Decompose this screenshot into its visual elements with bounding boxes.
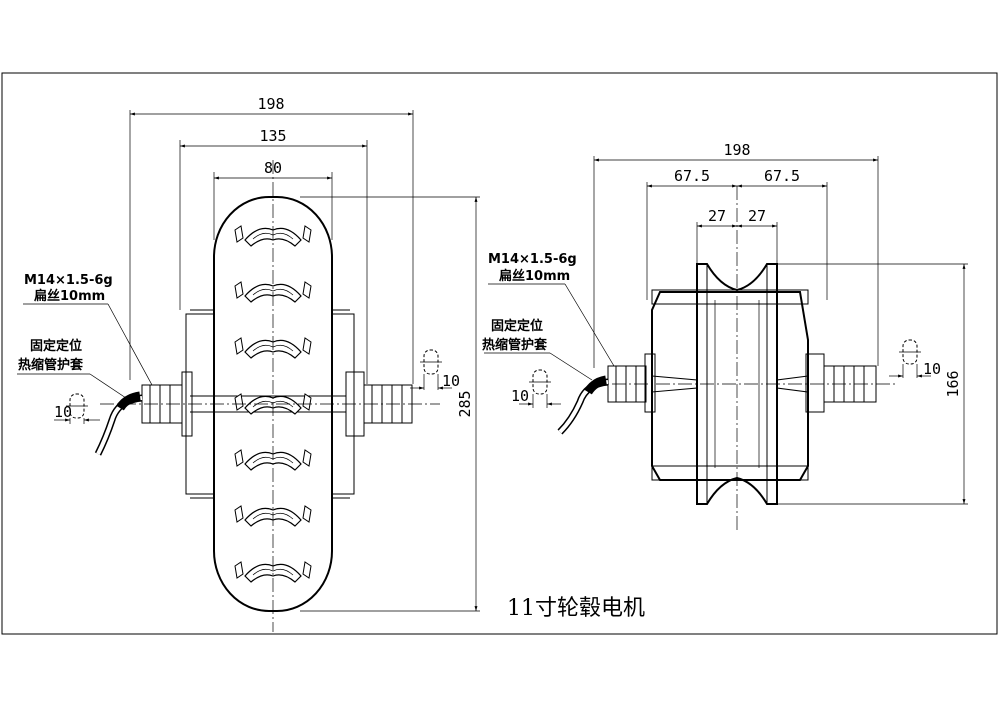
side-dim-198: 198: [723, 141, 750, 159]
side-dim-67-5-right: 67.5: [764, 167, 800, 185]
front-sleeve-label-1: 固定定位: [30, 338, 82, 354]
side-dim-27-left: 27: [708, 207, 726, 225]
side-sleeve-label-2: 热缩管护套: [482, 337, 548, 353]
drawing-border: [1, 72, 998, 635]
axle-left: [141, 384, 183, 424]
front-hole-10: 10: [54, 403, 72, 421]
front-sleeve-label-2: 热缩管护套: [18, 357, 84, 373]
side-hole-10: 10: [511, 387, 529, 405]
front-dim-198: 198: [257, 95, 284, 113]
front-view: 198 135 80 285 10 10 M14×1.5-6g 扁丝10mm 固…: [17, 95, 480, 632]
side-slot-10: 10: [923, 360, 941, 378]
side-dim-166: 166: [944, 370, 962, 397]
side-dim-67-5-left: 67.5: [674, 167, 710, 185]
front-dim-285: 285: [456, 390, 474, 417]
side-flat-label: 扁丝10mm: [499, 268, 570, 284]
front-thread-label: M14×1.5-6g: [24, 273, 113, 288]
side-thread-label: M14×1.5-6g: [488, 252, 577, 267]
side-sleeve-label-1: 固定定位: [491, 318, 543, 334]
drawing-title: 11寸轮毂电机: [507, 596, 645, 621]
front-slot-10: 10: [442, 372, 460, 390]
side-dim-27-right: 27: [748, 207, 766, 225]
front-dim-135: 135: [259, 127, 286, 145]
front-flat-label: 扁丝10mm: [34, 288, 105, 304]
motor-body: [651, 291, 809, 481]
side-hub-left: [644, 353, 656, 413]
side-view: 198 67.5 67.5 27 27 166 10 10 M14×1.5-6g: [482, 141, 968, 530]
front-dim-80: 80: [264, 159, 282, 177]
